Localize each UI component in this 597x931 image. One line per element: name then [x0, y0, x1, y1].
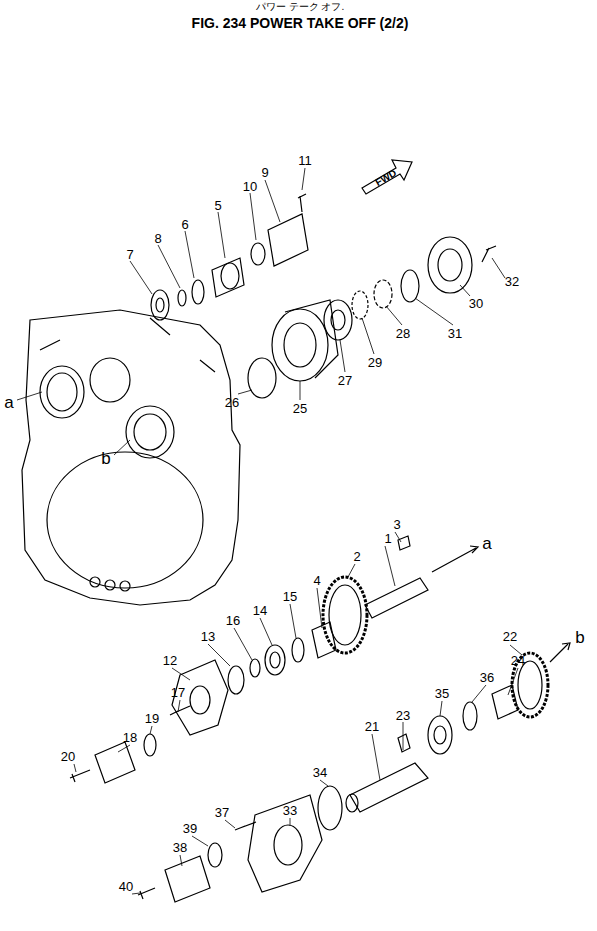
shaft: [365, 578, 428, 618]
reference-letter: b: [575, 629, 584, 646]
callout-number: 6: [181, 218, 188, 231]
callout-number: 27: [338, 374, 352, 387]
callout-number: 38: [173, 841, 187, 854]
reference-letter: a: [4, 394, 13, 411]
callout-number: 15: [283, 590, 297, 603]
callout-number: 16: [226, 614, 240, 627]
callout-number: 18: [123, 731, 137, 744]
callout-number: 28: [396, 327, 410, 340]
callout-number: 9: [261, 166, 268, 179]
callout-number: 12: [163, 654, 177, 667]
callout-number: 33: [283, 804, 297, 817]
reference-letter: b: [101, 450, 110, 467]
callout-number: 31: [448, 327, 462, 340]
callout-number: 32: [505, 275, 519, 288]
callout-number: 1: [384, 532, 391, 545]
callout-number: 40: [119, 880, 133, 893]
callout-number: 30: [469, 297, 483, 310]
callout-number: 13: [201, 630, 215, 643]
callout-number: 35: [435, 687, 449, 700]
direction-mark: FWD: [374, 168, 399, 188]
callout-number: 2: [353, 550, 360, 563]
callout-number: 14: [253, 604, 267, 617]
figure-title: FIG. 234 POWER TAKE OFF (2/2): [192, 15, 409, 31]
callout-number: 25: [293, 402, 307, 415]
housing: [248, 795, 322, 892]
callout-number: 29: [368, 356, 382, 369]
callout-number: 26: [225, 396, 239, 409]
callout-number: 3: [393, 518, 400, 531]
japanese-title: パワー テーク オフ.: [256, 2, 344, 12]
retainer: [272, 309, 328, 381]
callout-number: 4: [313, 574, 320, 587]
callout-number: 19: [145, 712, 159, 725]
cover: [268, 214, 308, 266]
callout-number: 10: [243, 180, 257, 193]
flange: [212, 258, 244, 297]
callout-number: 7: [126, 248, 133, 261]
callout-number: 11: [298, 154, 312, 167]
callout-number: 37: [215, 806, 229, 819]
callout-number: 20: [61, 750, 75, 763]
callout-number: 36: [480, 671, 494, 684]
gear-case: [22, 310, 240, 605]
callout-number: 34: [313, 766, 327, 779]
callout-number: 39: [183, 822, 197, 835]
callout-number: 22: [503, 630, 517, 643]
callout-number: 24: [511, 654, 525, 667]
callout-number: 23: [396, 709, 410, 722]
reference-letter: a: [482, 535, 491, 552]
bearing: [151, 290, 169, 320]
callout-number: 8: [154, 232, 161, 245]
callout-number: 21: [365, 720, 379, 733]
callout-number: 5: [214, 199, 221, 212]
callout-number: 17: [171, 686, 185, 699]
shaft: [350, 763, 428, 812]
